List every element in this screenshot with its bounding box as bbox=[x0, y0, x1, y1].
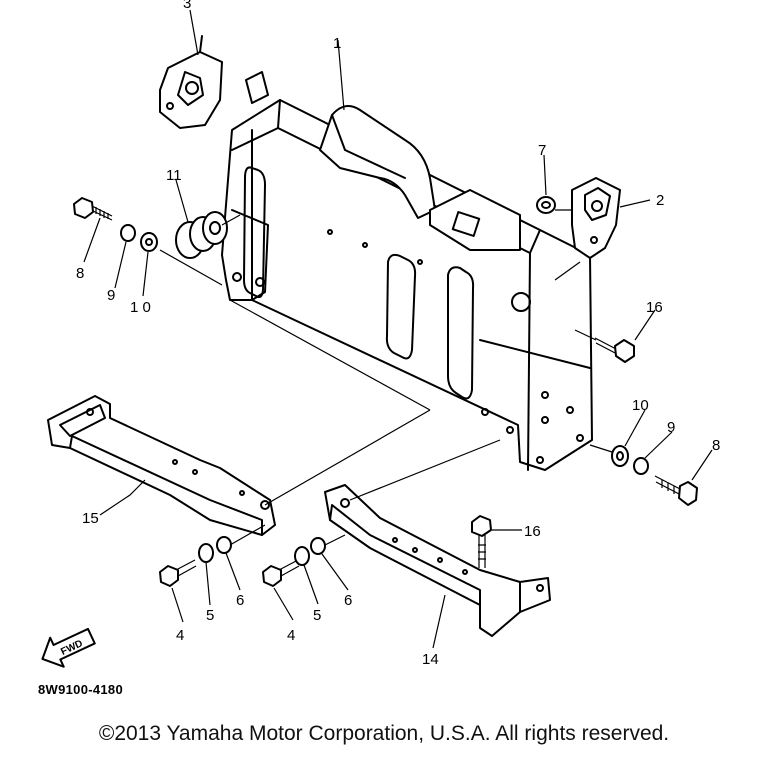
washer-part-10-left bbox=[140, 232, 158, 252]
washer-part-9-left bbox=[120, 224, 136, 242]
callout-5-right: 5 bbox=[313, 607, 321, 624]
washer-part-6-left bbox=[216, 536, 232, 554]
callout-16-right: 16 bbox=[646, 299, 663, 316]
fwd-arrow-icon: FWD bbox=[41, 627, 96, 668]
callout-11: 11 bbox=[166, 167, 182, 184]
callout-6-left: 6 bbox=[236, 592, 244, 609]
mounting-bracket-part-1 bbox=[221, 71, 593, 471]
bolt-part-8-right bbox=[654, 475, 698, 506]
callout-10-left: 1 0 bbox=[130, 299, 151, 316]
callout-9-right: 9 bbox=[667, 419, 675, 436]
washer-part-9-right bbox=[633, 457, 649, 475]
copyright-notice: ©2013 Yamaha Motor Corporation, U.S.A. A… bbox=[98, 722, 670, 745]
rubber-mount-part-11 bbox=[175, 211, 228, 259]
washer-part-5-right bbox=[294, 546, 310, 566]
bracket-part-14 bbox=[324, 484, 551, 637]
bracket-part-2 bbox=[571, 177, 621, 259]
parts-diagram: 1 2 3 4 4 5 5 6 6 7 8 8 9 9 1 0 10 11 14… bbox=[41, 0, 720, 668]
assembly-lines bbox=[159, 209, 613, 546]
bracket-part-15 bbox=[47, 395, 276, 536]
bolt-part-4-right bbox=[262, 559, 300, 587]
bolt-part-4-left bbox=[159, 559, 197, 587]
callout-6-right: 6 bbox=[344, 592, 352, 609]
bolt-part-8-left bbox=[73, 197, 113, 221]
callout-10-right: 10 bbox=[632, 397, 649, 414]
leader-lines bbox=[83, 9, 713, 649]
callout-15: 15 bbox=[82, 510, 99, 527]
bracket-part-3 bbox=[159, 35, 223, 129]
washer-part-6-right bbox=[310, 537, 326, 555]
washer-part-10-right bbox=[611, 445, 629, 467]
callout-16-lower: 16 bbox=[524, 523, 541, 540]
diagram-code: 8W9100-4180 bbox=[38, 682, 123, 697]
callout-2: 2 bbox=[656, 192, 664, 209]
callout-8-left: 8 bbox=[76, 265, 84, 282]
callout-8-right: 8 bbox=[712, 437, 720, 454]
callout-1: 1 bbox=[333, 35, 341, 52]
callout-3: 3 bbox=[183, 0, 191, 12]
callout-9-left: 9 bbox=[107, 287, 115, 304]
callout-labels: 1 2 3 4 4 5 5 6 6 7 8 8 9 9 1 0 10 11 14… bbox=[76, 0, 720, 668]
callout-4-left: 4 bbox=[176, 627, 184, 644]
callout-7: 7 bbox=[538, 142, 546, 159]
callout-14: 14 bbox=[422, 651, 439, 668]
nut-part-7 bbox=[536, 196, 556, 214]
bolt-part-16-lower bbox=[471, 515, 492, 568]
callout-5-left: 5 bbox=[206, 607, 214, 624]
washer-part-5-left bbox=[198, 543, 214, 563]
callout-4-right: 4 bbox=[287, 627, 295, 644]
bolt-part-16-right bbox=[594, 337, 635, 363]
